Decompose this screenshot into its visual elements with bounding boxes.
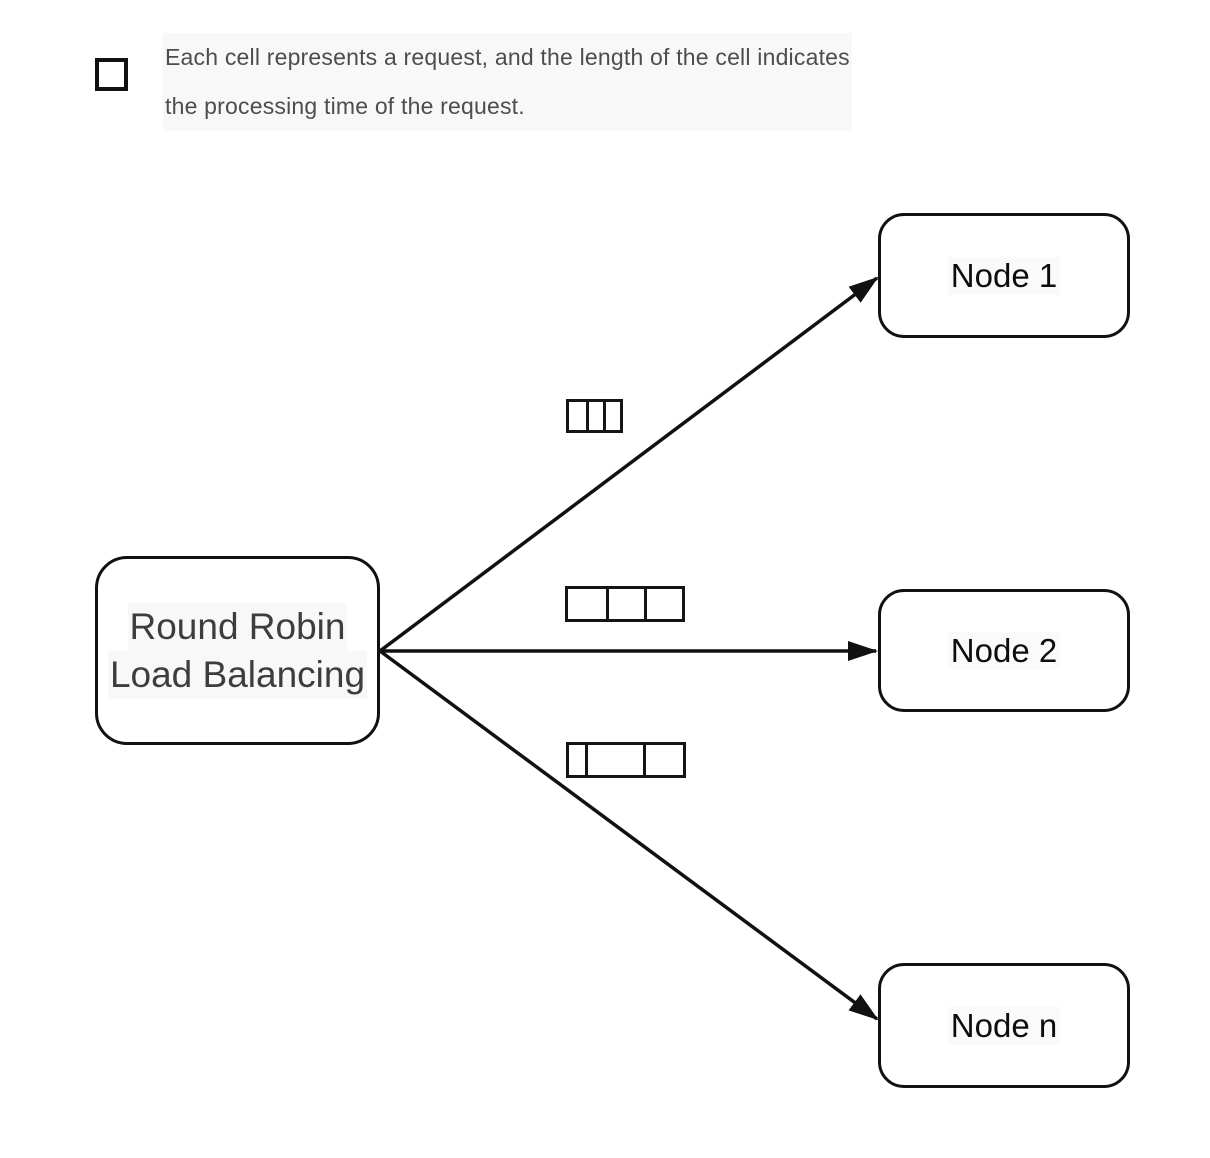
arrow-to-node1	[378, 276, 879, 653]
legend-caption: Each cell represents a request, and the …	[163, 33, 852, 131]
legend-caption-line2: the processing time of the request.	[164, 91, 526, 121]
request-cell	[569, 402, 586, 430]
request-group-node1	[566, 399, 623, 433]
request-cell	[644, 589, 682, 619]
request-group-noden	[566, 742, 686, 778]
request-cell	[569, 745, 585, 775]
node-1-box: Node 1	[878, 213, 1130, 338]
node-1-label: Node 1	[947, 256, 1061, 295]
request-cell	[585, 745, 643, 775]
request-cell	[603, 402, 620, 430]
node-2-box: Node 2	[878, 589, 1130, 712]
node-2-label: Node 2	[947, 631, 1061, 670]
request-group-node2	[565, 586, 685, 622]
request-cell	[586, 402, 603, 430]
load-balancer-box: Round Robin Load Balancing	[95, 556, 380, 745]
load-balancer-label-line2: Load Balancing	[107, 650, 368, 699]
request-cell	[643, 745, 683, 775]
node-n-label: Node n	[947, 1006, 1061, 1045]
arrow-to-noden	[378, 649, 879, 1021]
node-n-box: Node n	[878, 963, 1130, 1088]
legend-caption-line1: Each cell represents a request, and the …	[164, 42, 851, 72]
legend-cell-icon	[95, 58, 128, 91]
load-balancer-label-line1: Round Robin	[127, 602, 348, 651]
request-cell	[568, 589, 606, 619]
request-cell	[606, 589, 644, 619]
